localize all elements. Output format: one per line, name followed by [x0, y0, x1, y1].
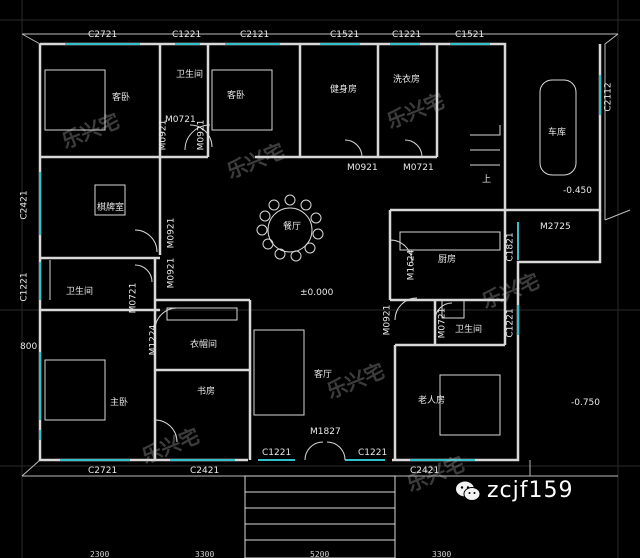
window-label: C1821 [505, 232, 516, 262]
dimension-label: 800 [20, 342, 38, 352]
room-label: 客厅 [314, 370, 333, 380]
room-label: 健身房 [330, 85, 358, 95]
door-label: M1224 [148, 324, 159, 356]
door-label: M0721 [165, 115, 196, 125]
door-label: M0721 [128, 282, 139, 314]
door-label: M0921 [382, 304, 393, 336]
room-label: 衣帽间 [190, 340, 218, 350]
dimension-label: 3300 [432, 550, 452, 558]
room-label: 卫生间 [176, 70, 204, 80]
brand-handle: zcjf159 [487, 478, 574, 503]
window-label: C2421 [19, 190, 30, 220]
window-label: C1221 [505, 308, 516, 338]
window-label: C2721 [88, 30, 118, 40]
window-label: C1221 [172, 30, 202, 40]
window-label: C1221 [392, 30, 422, 40]
windows [39, 43, 601, 461]
door-swings [134, 124, 453, 461]
door-label: M0921 [196, 119, 207, 151]
room-label: 上 [482, 175, 492, 185]
room-label: 书房 [197, 387, 216, 397]
room-label: 厨房 [438, 255, 457, 265]
furniture [44, 69, 577, 558]
window-label: C2421 [190, 466, 220, 476]
door-label: M0721 [437, 307, 448, 339]
door-label: M0921 [166, 257, 177, 289]
room-label: 卫生间 [455, 325, 483, 335]
brand-badge: zcjf159 [455, 478, 574, 503]
window-label: C1221 [19, 272, 30, 302]
door-label: M0921 [158, 119, 169, 151]
room-label: 卫生间 [66, 287, 94, 297]
window-label: C2421 [410, 466, 440, 476]
door-label: M2725 [540, 222, 571, 232]
door-label: M0921 [347, 163, 378, 173]
room-label: 老人房 [418, 396, 446, 406]
room-label: 客卧 [227, 91, 246, 101]
room-label: 主卧 [110, 398, 129, 408]
room-label: 棋牌室 [97, 203, 125, 213]
dining-chairs [256, 194, 324, 262]
room-label: 餐厅 [283, 222, 302, 232]
door-label: M1624 [406, 249, 417, 281]
window-label: C2121 [240, 30, 270, 40]
door-label: M1827 [310, 427, 341, 437]
window-label: C1521 [455, 30, 485, 40]
window-label: C2112 [603, 82, 614, 112]
level-label: ±0.000 [300, 288, 334, 298]
window-label: C1221 [358, 448, 388, 458]
window-label: C1221 [262, 448, 292, 458]
dimension-label: 2300 [90, 550, 110, 558]
room-label: 洗衣房 [393, 75, 421, 85]
level-label: -0.750 [571, 398, 601, 408]
window-label: C1521 [330, 30, 360, 40]
door-label: M0921 [166, 217, 177, 249]
room-label: 客卧 [112, 93, 131, 103]
window-label: C2721 [88, 466, 118, 476]
dimension-label: 3300 [195, 550, 215, 558]
room-label: 车库 [548, 128, 567, 138]
door-label: M0721 [403, 163, 434, 173]
room-label: -0.450 [563, 186, 593, 196]
dimension-label: 5200 [310, 550, 330, 558]
wechat-icon [456, 481, 481, 501]
